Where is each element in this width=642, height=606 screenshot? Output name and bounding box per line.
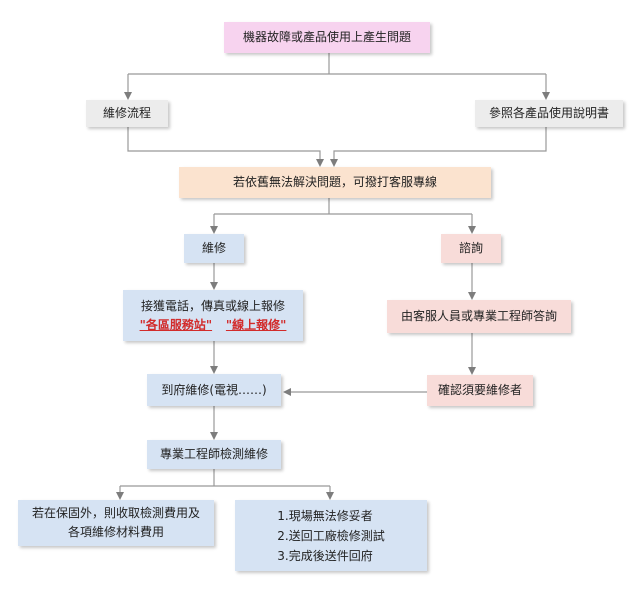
contact-service-box: 若依舊無法解決問題，可撥打客服專線	[179, 167, 491, 198]
answer-label: 由客服人員或專業工程師答詢	[400, 309, 557, 323]
report-label: 接獲電話，傳真或線上報修	[140, 298, 285, 313]
report-box: 接獲電話，傳真或線上報修 "各區服務站" "線上報修"	[123, 290, 303, 341]
warranty-fee-line1: 若在保固外，則收取檢測費用及	[31, 506, 200, 520]
step-item: 1.現場無法修妥者	[277, 508, 373, 523]
contact-service-label: 若依舊無法解決問題，可撥打客服專線	[232, 175, 437, 189]
repair-label: 維修	[201, 241, 226, 255]
factory-steps-box: 1.現場無法修妥者 2.送回工廠檢修測試 3.完成後送件回府	[235, 500, 427, 571]
top-problem-label: 機器故障或產品使用上產生問題	[242, 30, 411, 44]
step-item: 3.完成後送件回府	[277, 548, 373, 563]
warranty-fee-box: 若在保固外，則收取檢測費用及 各項維修材料費用	[18, 500, 214, 546]
inspect-box: 專業工程師檢測維修	[147, 440, 281, 469]
confirm-label: 確認須要維修者	[437, 383, 522, 397]
warranty-fee-line2: 各項維修材料費用	[67, 525, 164, 539]
repair-process-label: 維修流程	[102, 106, 151, 120]
onsite-repair-box: 到府維修(電視……)	[147, 374, 281, 406]
service-station-link[interactable]: "各區服務站"	[139, 317, 213, 332]
manual-reference-label: 參照各產品使用說明書	[488, 106, 609, 120]
online-repair-link[interactable]: "線上報修"	[225, 317, 287, 332]
consult-label: 諮詢	[458, 241, 483, 255]
repair-box: 維修	[184, 234, 244, 263]
inspect-label: 專業工程師檢測維修	[159, 447, 268, 461]
answer-box: 由客服人員或專業工程師答詢	[387, 300, 571, 333]
repair-process-box: 維修流程	[86, 100, 168, 127]
step-item: 2.送回工廠檢修測試	[277, 528, 385, 543]
manual-reference-box: 參照各產品使用說明書	[475, 100, 623, 127]
consult-box: 諮詢	[441, 234, 501, 263]
onsite-repair-label: 到府維修(電視……)	[161, 382, 267, 397]
top-problem-box: 機器故障或產品使用上產生問題	[224, 22, 430, 53]
confirm-box: 確認須要維修者	[427, 375, 533, 406]
